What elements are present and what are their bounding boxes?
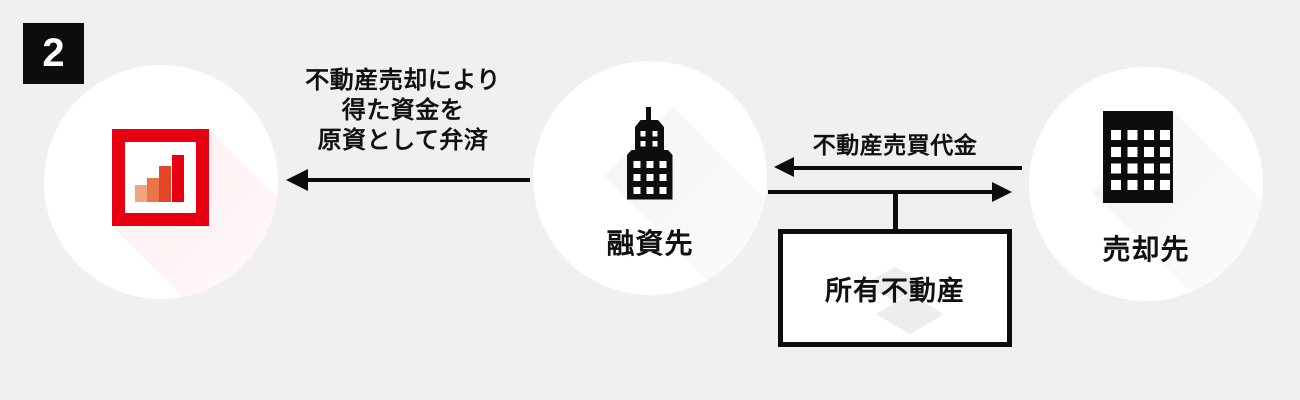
logo-bar-2 — [147, 178, 159, 202]
borrower-label: 融資先 — [606, 228, 694, 259]
logo-bar-3 — [159, 166, 171, 202]
repayment-note: 不動産売却により 得た資金を 原資として弁済 — [290, 66, 516, 156]
repayment-note-line-1: 不動産売却により — [305, 67, 501, 94]
buyer-label: 売却先 — [1102, 234, 1190, 265]
logo-bar-1 — [135, 185, 147, 202]
arrowhead-left-icon — [286, 169, 308, 191]
arrowhead-right-icon — [992, 182, 1012, 202]
buyer-node-circle: 売却先 — [1029, 67, 1263, 301]
repayment-note-line-3: 原資として弁済 — [317, 127, 489, 154]
step-number: 2 — [42, 31, 65, 75]
bar-chart-logo-icon — [112, 129, 209, 226]
connector-line — [893, 192, 898, 230]
transfer-arrow-shaft — [768, 190, 992, 194]
property-box-label: 所有不動産 — [825, 275, 965, 306]
repayment-note-line-2: 得た資金を — [341, 97, 465, 124]
property-box: 所有不動産 — [778, 229, 1012, 347]
office-tower-icon — [627, 107, 673, 200]
payment-arrow-shaft — [792, 166, 1022, 170]
office-building-icon — [1103, 111, 1173, 203]
lender-node-circle — [44, 65, 278, 299]
step-badge: 2 — [23, 23, 84, 84]
logo-bars — [135, 155, 184, 202]
repayment-arrow-shaft — [306, 178, 530, 182]
arrowhead-left-icon — [774, 157, 794, 177]
logo-bar-4 — [172, 155, 184, 202]
payment-label: 不動産売買代金 — [812, 132, 978, 158]
borrower-node-circle: 融資先 — [533, 61, 767, 295]
